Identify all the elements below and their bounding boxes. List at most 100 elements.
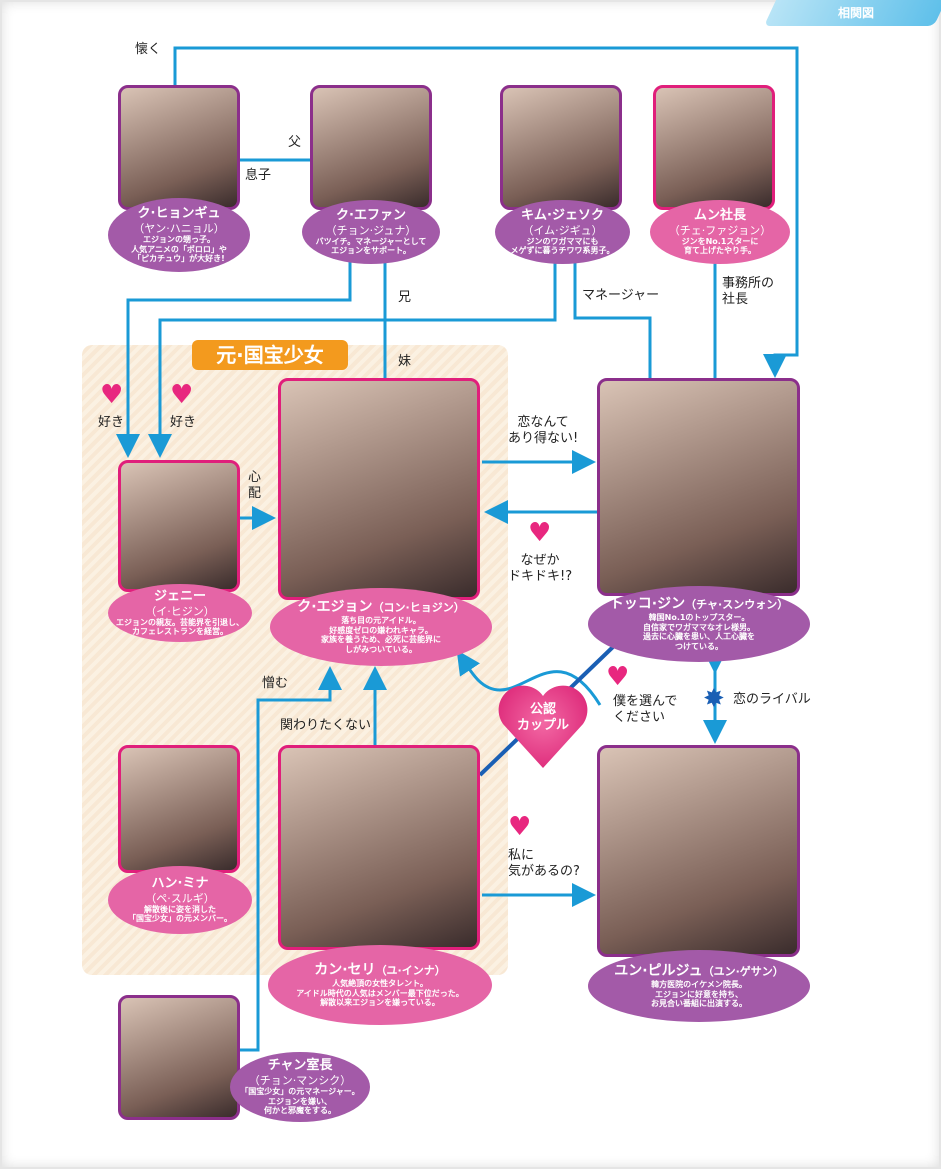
desc: 落ち目の元アイドル。 bbox=[341, 616, 421, 626]
photo-chan bbox=[118, 995, 240, 1120]
desc: エジョンに好意を持ち、 bbox=[655, 989, 743, 999]
clash-star-icon: ✸ bbox=[703, 684, 725, 714]
photo-jaesok bbox=[500, 85, 622, 210]
desc: 「国宝少女」の元メンバー。 bbox=[128, 914, 232, 924]
label-manager: マネージャー bbox=[582, 288, 660, 303]
name: トッコ·ジン bbox=[609, 596, 686, 613]
photo-mun bbox=[653, 85, 775, 210]
bubble-hyongyu: ク·ヒョンギュ（ヤン·ハニョル） エジョンの甥っ子。人気アニメの「ポロロ」や「ピ… bbox=[108, 198, 250, 272]
bubble-ejong: ク·エジョン（コン·ヒョジン） 落ち目の元アイドル。好感度ゼロの嫌われキャラ。家… bbox=[270, 588, 492, 666]
name: カン·セリ bbox=[314, 962, 376, 979]
actor: （ペ·スルギ） bbox=[145, 891, 215, 905]
desc: 人気絶頂の女性タレント。 bbox=[332, 979, 428, 988]
label-line: なぜか bbox=[520, 553, 560, 568]
name: ユン·ピルジュ bbox=[614, 963, 703, 980]
heart-icon: ♥ bbox=[170, 380, 194, 410]
desc: アイドル時代の人気はメンバー最下位だった。 bbox=[296, 988, 464, 998]
bubble-seri: カン·セリ（ユ·インナ） 人気絶頂の女性タレント。アイドル時代の人気はメンバー最… bbox=[268, 945, 492, 1025]
name: ジェニー bbox=[153, 589, 206, 605]
actor: （コン·ヒョジン） bbox=[372, 601, 465, 615]
label-father: 父 bbox=[288, 135, 302, 150]
line-manager bbox=[573, 262, 652, 378]
photo-efan bbox=[310, 85, 432, 210]
actor: （チョン·ジュナ） bbox=[325, 223, 417, 237]
label-suki-1: 好き bbox=[98, 415, 125, 430]
heart-icon: ♥ bbox=[508, 812, 532, 842]
label-line: 心 bbox=[248, 470, 262, 485]
label-sister: 妹 bbox=[398, 354, 412, 369]
label-kakawari: 関わりたくない bbox=[280, 718, 372, 733]
bubble-jaesok: キム·ジェソク（イム·ジギュ） ジンのワガママにもメゲずに暮うチワワ系男子。 bbox=[495, 200, 630, 264]
desc: 解散以来エジョンを嫌っている。 bbox=[320, 998, 440, 1008]
actor: （チェ·ファジョン） bbox=[668, 223, 772, 237]
bubble-chan: チャン室長（チョン·マンシク） 「国宝少女」の元マネージャー。エジョンを嫌い、何… bbox=[230, 1052, 370, 1122]
group-label: 元·国宝少女 bbox=[192, 340, 348, 370]
desc: エジョンをサポート。 bbox=[331, 246, 411, 256]
label-line: 僕を選んで bbox=[613, 694, 678, 709]
desc: メゲずに暮うチワワ系男子。 bbox=[510, 246, 615, 256]
label-natsuku: 懐く bbox=[135, 42, 162, 57]
actor: （チャ·スンウォン） bbox=[685, 598, 789, 612]
bubble-mun: ムン社長（チェ·ファジョン） ジンをNo.1スターに育て上げたやり手。 bbox=[650, 200, 790, 264]
desc: つけている。 bbox=[675, 641, 723, 651]
desc: 育て上げたやり手。 bbox=[684, 246, 756, 256]
desc: 韓国No.1のトップスター。 bbox=[648, 613, 750, 623]
heart-icon: ♥ bbox=[606, 662, 630, 692]
line-efan-jenny bbox=[116, 262, 352, 458]
desc: 韓方医院のイケメン院長。 bbox=[651, 980, 747, 989]
photo-jin bbox=[597, 378, 800, 596]
desc: 解散後に姿を消した bbox=[144, 904, 216, 914]
photo-seri bbox=[278, 745, 480, 950]
line-jaesok-jenny bbox=[148, 262, 557, 458]
name: ク·エファン bbox=[336, 208, 406, 224]
name: キム·ジェソク bbox=[521, 208, 604, 224]
label-boku: 僕を選んでください bbox=[613, 694, 677, 727]
bubble-jenny: ジェニー（イ·ヒジン） エジョンの親友。芸能界を引退し、カフェレストランを経営。 bbox=[108, 584, 252, 642]
bubble-pilju: ユン·ピルジュ（ユン·ゲサン） 韓方医院のイケメン院長。エジョンに好意を持ち、お… bbox=[588, 950, 810, 1022]
actor: （ユ·インナ） bbox=[375, 964, 446, 978]
heart-icon: ♥ bbox=[528, 518, 552, 548]
label-line: あり得ない! bbox=[508, 431, 579, 447]
actor: （ユン·ゲサン） bbox=[702, 965, 784, 979]
desc: しがみついている。 bbox=[345, 644, 417, 654]
name: ク·エジョン bbox=[297, 599, 373, 616]
label-line: 恋なんて bbox=[517, 415, 569, 430]
label-koi-nante: 恋なんてあり得ない! bbox=[508, 415, 578, 448]
label-son: 息子 bbox=[245, 168, 272, 183]
label-president: 事務所の社長 bbox=[722, 276, 774, 309]
photo-hyongyu bbox=[118, 85, 240, 210]
actor: （イム·ジギュ） bbox=[522, 223, 603, 237]
desc: 「国宝少女」の元マネージャー。 bbox=[240, 1087, 360, 1096]
label-line: ドキドキ!? bbox=[508, 569, 573, 585]
label-rival: 恋のライバル bbox=[733, 692, 811, 707]
label-line: 私に bbox=[508, 848, 535, 863]
desc: エジョンを嫌い、 bbox=[268, 1096, 332, 1106]
desc: バツイチ。マネージャーとして bbox=[315, 236, 427, 246]
label-brother: 兄 bbox=[398, 290, 412, 305]
line-chan-ejong bbox=[240, 666, 342, 1052]
label-nazeka: なぜかドキドキ!? bbox=[508, 553, 572, 586]
label-line: 配 bbox=[248, 486, 262, 502]
desc: 自信家でワガママなオレ様男。 bbox=[643, 622, 755, 632]
actor: （チョン·マンシク） bbox=[248, 1073, 352, 1087]
name: ク·ヒョンギュ bbox=[137, 206, 221, 222]
bubble-jin: トッコ·ジン（チャ·スンウォン） 韓国No.1のトップスター。自信家でワガママな… bbox=[588, 586, 810, 662]
label-watashi: 私に気があるの? bbox=[508, 848, 580, 881]
label-line: カップル bbox=[516, 717, 569, 733]
desc: ジンをNo.1スターに bbox=[681, 236, 759, 246]
label-line: 気があるの? bbox=[508, 864, 580, 880]
heart-icon: ♥ bbox=[100, 380, 124, 410]
desc: 何かと邪魔をする。 bbox=[264, 1106, 336, 1116]
desc: 好感度ゼロの嫌われキャラ。 bbox=[329, 625, 433, 635]
desc: カフェレストランを経営。 bbox=[132, 627, 228, 637]
actor: （ヤン·ハニョル） bbox=[133, 221, 225, 235]
bubble-mina: ハン·ミナ（ペ·スルギ） 解散後に姿を消した「国宝少女」の元メンバー。 bbox=[108, 866, 252, 934]
label-line: 事務所の bbox=[722, 276, 775, 291]
header-title: 相関図 bbox=[838, 6, 875, 20]
name: ムン社長 bbox=[693, 208, 746, 224]
line-pilju-ejong bbox=[456, 650, 602, 706]
line-natsuku bbox=[173, 46, 799, 378]
name: ハン·ミナ bbox=[151, 876, 209, 892]
